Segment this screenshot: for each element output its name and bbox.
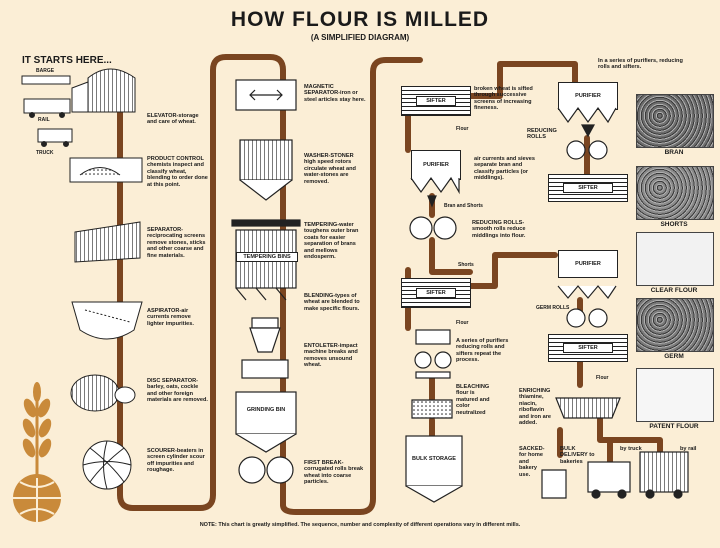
flour-label-2: Flour <box>456 320 469 326</box>
washer-stoner-icon <box>239 139 293 181</box>
truck-label: TRUCK <box>36 150 54 156</box>
sample-clear-flour-swatch <box>636 232 714 286</box>
bulk-truck-icon <box>587 461 631 493</box>
rail-car-icon <box>23 98 71 114</box>
sample-label: CLEAR FLOUR <box>650 287 698 294</box>
page-title: HOW FLOUR IS MILLED <box>230 8 490 31</box>
reducing-roll-top-left-icon <box>566 140 586 160</box>
bleaching-text: BLEACHING flour is matured and color neu… <box>456 384 490 416</box>
product-control-icon <box>69 157 143 183</box>
barge-icon <box>21 75 71 85</box>
elevator-text: ELEVATOR-storage and care of wheat. <box>147 113 199 126</box>
reducing-roll-top-right-icon <box>588 140 608 160</box>
first-break-roll-left-icon <box>238 456 266 484</box>
enriching-icon <box>555 397 621 419</box>
tempering-bins-label: TEMPERING BINS <box>236 252 298 262</box>
product-control-text: PRODUCT CONTROL chemists inspect and cla… <box>147 156 208 188</box>
sifter-right-top: SIFTER <box>548 174 628 202</box>
flour-label-1: Flour <box>456 126 469 132</box>
entoleter-text: ENTOLETER-impact machine breaks and remo… <box>304 343 358 369</box>
reducing-roll-right-icon <box>433 216 457 240</box>
bulk-delivery-text: BULK DELIVERY to bakeries <box>560 446 595 465</box>
series-top-text: In a series of purifiers, reducing rolls… <box>598 58 683 71</box>
sample-label: PATENT FLOUR <box>649 423 699 430</box>
reducing-rolls-label: REDUCING ROLLS <box>527 128 557 141</box>
disc-separator-icon <box>70 374 136 412</box>
aspirator-icon <box>71 301 143 340</box>
series-machine-icon <box>415 329 451 345</box>
blending-text: BLENDING-types of wheat are blended to m… <box>304 293 360 312</box>
by-truck-label: by truck <box>620 446 642 452</box>
separator-icon <box>74 221 141 263</box>
magnetic-separator-text: MAGNETIC SEPARATOR-iron or steel article… <box>304 84 366 103</box>
sack-icon <box>541 469 567 499</box>
reducing-roll-left-icon <box>409 216 433 240</box>
bran-shorts-label: Bran and Shorts <box>444 203 483 209</box>
footnote: NOTE: This chart is greatly simplified. … <box>199 522 521 528</box>
sample-germ-swatch <box>636 298 714 352</box>
washer-stoner-text: WASHER-STONER high speed rotors circulat… <box>304 153 356 185</box>
germ-roll-right-icon <box>588 308 608 328</box>
first-break-roll-right-icon <box>266 456 294 484</box>
sample-label: GERM <box>664 353 684 360</box>
germ-roll-left-icon <box>566 308 586 328</box>
entoleter-icon <box>241 359 289 379</box>
start-label: IT STARTS HERE... <box>22 55 112 66</box>
germ-rolls-label: GERM ROLLS <box>536 305 570 311</box>
reducing-rolls-text: REDUCING ROLLS-smooth rolls reduce middl… <box>472 220 526 239</box>
shorts-label: Shorts <box>458 262 474 268</box>
separator-text: SEPARATOR-reciprocating screens remove s… <box>147 227 206 259</box>
purifier-mid: PURIFIER <box>411 150 461 180</box>
sifter-text: broken wheat is sifted through successiv… <box>474 86 533 112</box>
sifter-top: SIFTER <box>401 86 471 116</box>
sample-patent-flour-swatch <box>636 368 714 422</box>
grinding-bin-label: GRINDING BIN <box>246 407 286 413</box>
first-break-text: FIRST BREAK-corrugated rolls break wheat… <box>304 460 364 486</box>
sample-label: SHORTS <box>660 221 688 228</box>
scourer-text: SCOURER-beaters in screen cylinder scour… <box>147 448 205 474</box>
by-rail-label: by rail <box>680 446 697 452</box>
series-repeat-text: A series of purifiers reducing rolls and… <box>456 338 509 364</box>
sample-label: BRAN <box>664 149 684 156</box>
disc-separator-text: DISC SEPARATOR-barley, oats, cockle and … <box>147 378 208 404</box>
sifter-mid: SIFTER <box>401 278 471 308</box>
sample-bran-swatch <box>636 94 714 148</box>
rail-hopper-car-icon <box>639 451 689 493</box>
purifier-right-mid: PURIFIER <box>558 250 618 278</box>
enriching-text: ENRICHING thiamine, niacin, riboflavin a… <box>519 388 552 427</box>
bulk-storage-label: BULK STORAGE <box>412 456 456 462</box>
page-subtitle: (A SIMPLIFIED DIAGRAM) <box>310 33 410 42</box>
scourer-icon <box>82 440 132 490</box>
sacked-text: SACKED-for home and bakery use. <box>519 446 545 478</box>
sample-shorts-swatch <box>636 166 714 220</box>
rail-label: RAIL <box>38 117 50 123</box>
aspirator-text: ASPIRATOR-air currents remove lighter im… <box>147 308 194 327</box>
barge-label: BARGE <box>36 68 55 74</box>
flour-label-3: Flour <box>596 375 609 381</box>
purifier-text: air currents and sieves separate bran an… <box>474 156 535 182</box>
wheat-emblem-icon <box>13 382 61 522</box>
truck-icon <box>37 128 73 143</box>
sifter-right-mid: SIFTER <box>548 334 628 362</box>
grinding-bin-icon <box>235 391 297 435</box>
tempering-text: TEMPERING-water toughens outer bran coat… <box>304 222 359 261</box>
bleaching-icon <box>411 399 453 419</box>
